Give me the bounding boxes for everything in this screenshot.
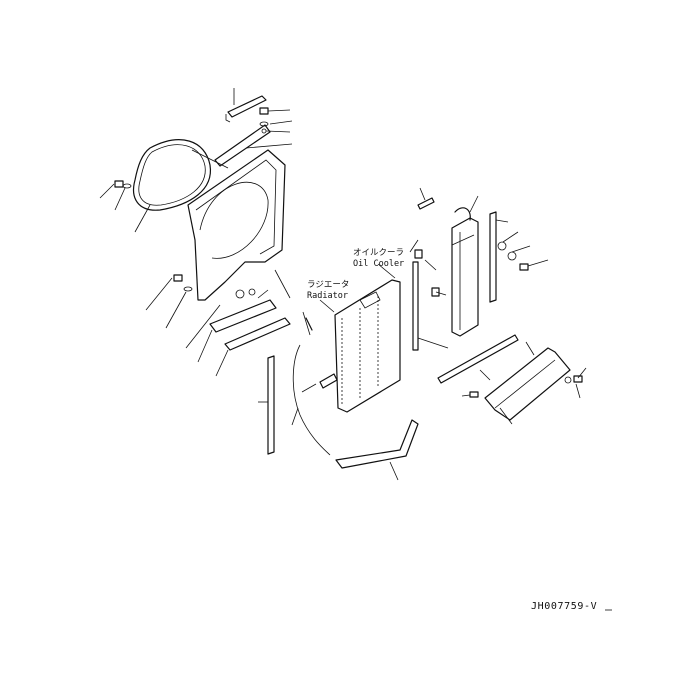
oil-cooler-label-en: Oil Cooler [353, 259, 404, 269]
seal-bottom [335, 419, 419, 469]
cooler-bracket-top [417, 197, 435, 210]
clip-right [469, 391, 479, 398]
radiator-label-en: Radiator [307, 291, 348, 301]
bolt-left-upper [114, 180, 132, 189]
washers-right [497, 241, 529, 271]
sensor-wire [292, 317, 331, 456]
cooler-block-1 [414, 249, 423, 259]
seal-diagonal [437, 334, 519, 384]
drawing-code: JH007759-V [531, 601, 597, 612]
lower-bracket-2 [224, 317, 291, 351]
bolt-top [259, 107, 269, 134]
radiator-core [334, 279, 401, 413]
top-bracket [225, 95, 267, 123]
radiator-label-jp: ラジエータ [307, 280, 349, 290]
cooler-bar-right [489, 211, 497, 303]
fan-shroud [187, 124, 286, 301]
leader-lines [99, 88, 587, 481]
bolt-left-lower [173, 274, 193, 292]
seal-right-lower [484, 347, 571, 421]
seal-left [267, 355, 275, 455]
lower-bracket-1 [209, 299, 277, 333]
cooler-block-2 [431, 287, 440, 297]
shroud-ring [133, 139, 211, 211]
nut-center [235, 288, 256, 299]
small-pipe [319, 373, 338, 389]
seal-middle [412, 261, 419, 351]
bolt-right [564, 375, 583, 384]
oil-cooler [451, 207, 479, 337]
oil-cooler-label-jp: オイルクーラ [353, 248, 404, 258]
